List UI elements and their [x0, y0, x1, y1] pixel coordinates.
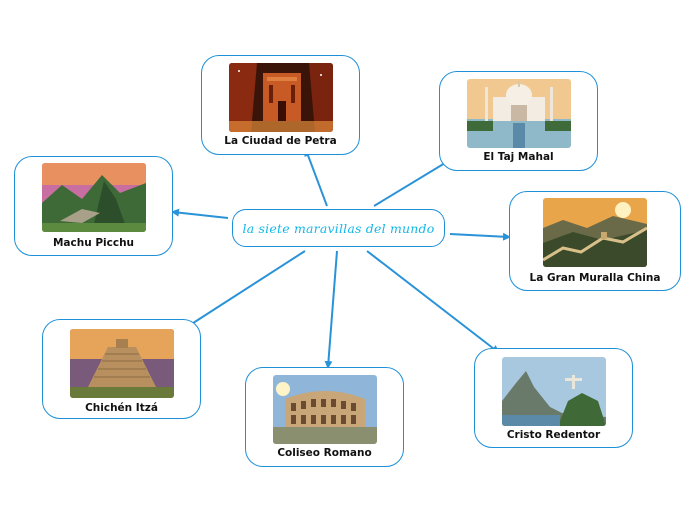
node-gran-muralla[interactable]: La Gran Muralla China: [509, 191, 681, 291]
node-machu-picchu[interactable]: Machu Picchu: [14, 156, 173, 256]
christ-redeemer-photo: [501, 357, 606, 426]
node-coliseo-label: Coliseo Romano: [277, 447, 372, 459]
colosseum-photo: [272, 375, 377, 444]
great-wall-photo: [543, 198, 647, 267]
node-chichen-itza-label: Chichén Itzá: [85, 402, 158, 414]
node-gran-muralla-label: La Gran Muralla China: [529, 272, 661, 284]
connector-petra: [304, 148, 328, 207]
node-cristo-redentor[interactable]: Cristo Redentor: [474, 348, 633, 448]
connector-machu: [171, 208, 229, 219]
node-machu-picchu-label: Machu Picchu: [52, 237, 135, 249]
node-petra[interactable]: La Ciudad de Petra: [201, 55, 360, 155]
connector-chichen: [189, 250, 306, 326]
node-chichen-itza[interactable]: Chichén Itzá: [42, 319, 201, 419]
node-taj-mahal-label: El Taj Mahal: [483, 151, 554, 163]
connector-cristo: [366, 250, 500, 354]
central-topic[interactable]: la siete maravillas del mundo: [232, 209, 445, 247]
connector-coliseo: [324, 250, 338, 369]
machu-picchu-photo: [41, 163, 146, 232]
node-taj-mahal[interactable]: El Taj Mahal: [439, 71, 598, 171]
node-petra-label: La Ciudad de Petra: [224, 135, 337, 147]
connector-taj: [373, 159, 451, 207]
chichen-itza-photo: [69, 329, 174, 398]
connector-muralla: [449, 232, 511, 241]
node-cristo-redentor-label: Cristo Redentor: [506, 429, 601, 441]
petra-photo: [228, 63, 333, 132]
central-topic-text: la siete maravillas del mundo: [242, 220, 435, 236]
taj-mahal-photo: [466, 79, 571, 148]
node-coliseo[interactable]: Coliseo Romano: [245, 367, 404, 467]
